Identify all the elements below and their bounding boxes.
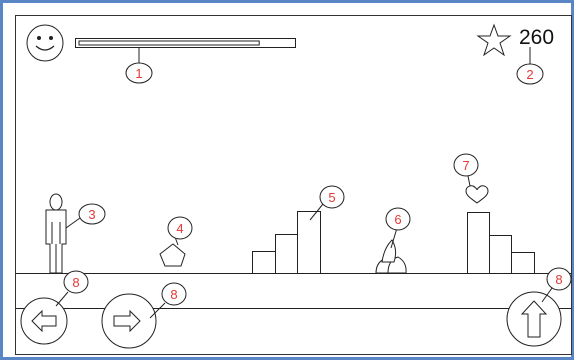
callout-number: 4 [176,221,183,236]
block-platform [467,212,535,274]
smiley-face-icon [26,24,64,62]
callout-3: 3 [65,203,106,229]
callout-number: 8 [72,275,79,290]
score-value: 260 [519,26,554,49]
callout-8-right: 8 [149,282,187,319]
game-viewport [15,15,572,355]
callout-4: 4 [167,216,193,246]
health-bar [75,38,296,48]
stairs-platform [252,211,321,274]
move-left-button[interactable] [20,297,68,345]
heart-item [465,185,489,204]
arrow-up-icon [520,300,548,338]
health-bar-fill [78,40,260,46]
move-right-button[interactable] [101,293,157,349]
pentagon-item [159,243,186,267]
star-icon [476,23,512,57]
callout-number: 8 [555,272,562,287]
callout-5: 5 [309,185,345,221]
callout-number: 2 [526,67,533,82]
callout-6: 6 [385,207,411,249]
arrow-right-icon [113,309,141,333]
callout-8-jump: 8 [541,267,572,303]
player-character [45,193,67,274]
jump-button[interactable] [506,291,562,347]
callout-8-left: 8 [55,270,89,307]
callout-number: 6 [394,212,401,227]
arrow-left-icon [31,309,57,333]
callout-number: 5 [328,190,335,205]
callout-number: 1 [135,66,142,81]
callout-number: 3 [88,207,95,222]
callout-1: 1 [125,48,153,84]
callout-2: 2 [516,47,544,85]
callout-number: 7 [462,158,469,173]
callout-7: 7 [453,153,479,187]
callout-number: 8 [170,287,177,302]
